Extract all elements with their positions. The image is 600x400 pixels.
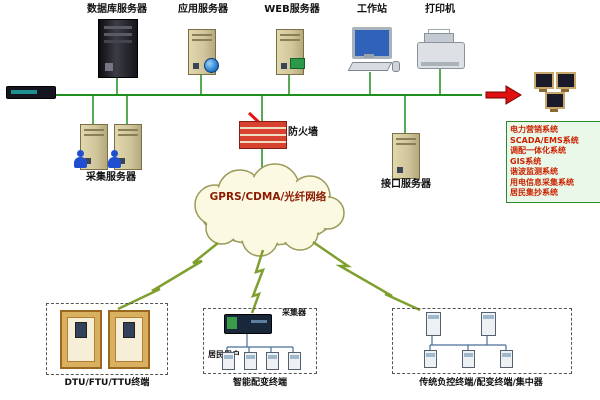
person-icon [108,150,121,168]
label-smart-terminal: 智能配变终端 [232,378,287,388]
label-firewall: 防火墙 [288,127,318,138]
label-dtu-terminal: DTU/FTU/TTU终端 [64,378,150,388]
meter-icon [244,352,257,370]
database-server-icon [98,19,138,78]
globe-icon [204,58,219,73]
label-printer: 打印机 [425,4,455,15]
group-traditional-box [392,308,572,374]
group-smart-box [203,308,317,374]
meter-icon [426,312,441,336]
label-interface-server: 接口服务器 [381,179,431,190]
label-traditional-terminal: 传统负控终端/配变终端/集中器 [419,378,543,388]
label-workstation: 工作站 [357,4,387,15]
cloud-shape [194,163,345,257]
group-dtu-box [46,303,168,375]
collector-device-icon [224,314,272,334]
meter-icon [222,352,235,370]
meter-cabinet-icon [60,310,102,369]
systems-panel: 电力营销系统 SCADA/EMS系统 调配一体化系统 GIS系统 谐波监测系统 … [506,121,600,203]
meter-icon [288,352,301,370]
system-item: SCADA/EMS系统 [510,135,579,145]
system-item: 电力营销系统 [510,125,558,134]
meter-icon [462,350,475,368]
meter-cabinet-icon [108,310,150,369]
label-cloud-network: GPRS/CDMA/光纤网络 [209,191,327,203]
label-collector: 采集器 [282,308,306,317]
system-item: GIS系统 [510,156,542,166]
system-item: 谐波监测系统 [510,167,558,176]
system-item: 居民集抄系统 [510,188,558,197]
system-item: 调配一体化系统 [510,146,566,155]
router-icon [6,86,56,99]
system-item: 用电信息采集系统 [510,177,574,187]
label-database-server: 数据库服务器 [87,4,147,15]
label-collection-server: 采集服务器 [86,172,136,183]
person-icon [74,150,87,168]
red-arrow-icon [485,85,522,105]
label-web-server: WEB服务器 [264,4,320,15]
label-app-server: 应用服务器 [178,4,228,15]
meter-icon [500,350,513,368]
meter-icon [266,352,279,370]
interface-server-icon [392,133,420,179]
meter-icon [481,312,496,336]
web-panel-icon [290,58,305,69]
firewall-icon [239,121,287,149]
meter-icon [424,350,437,368]
